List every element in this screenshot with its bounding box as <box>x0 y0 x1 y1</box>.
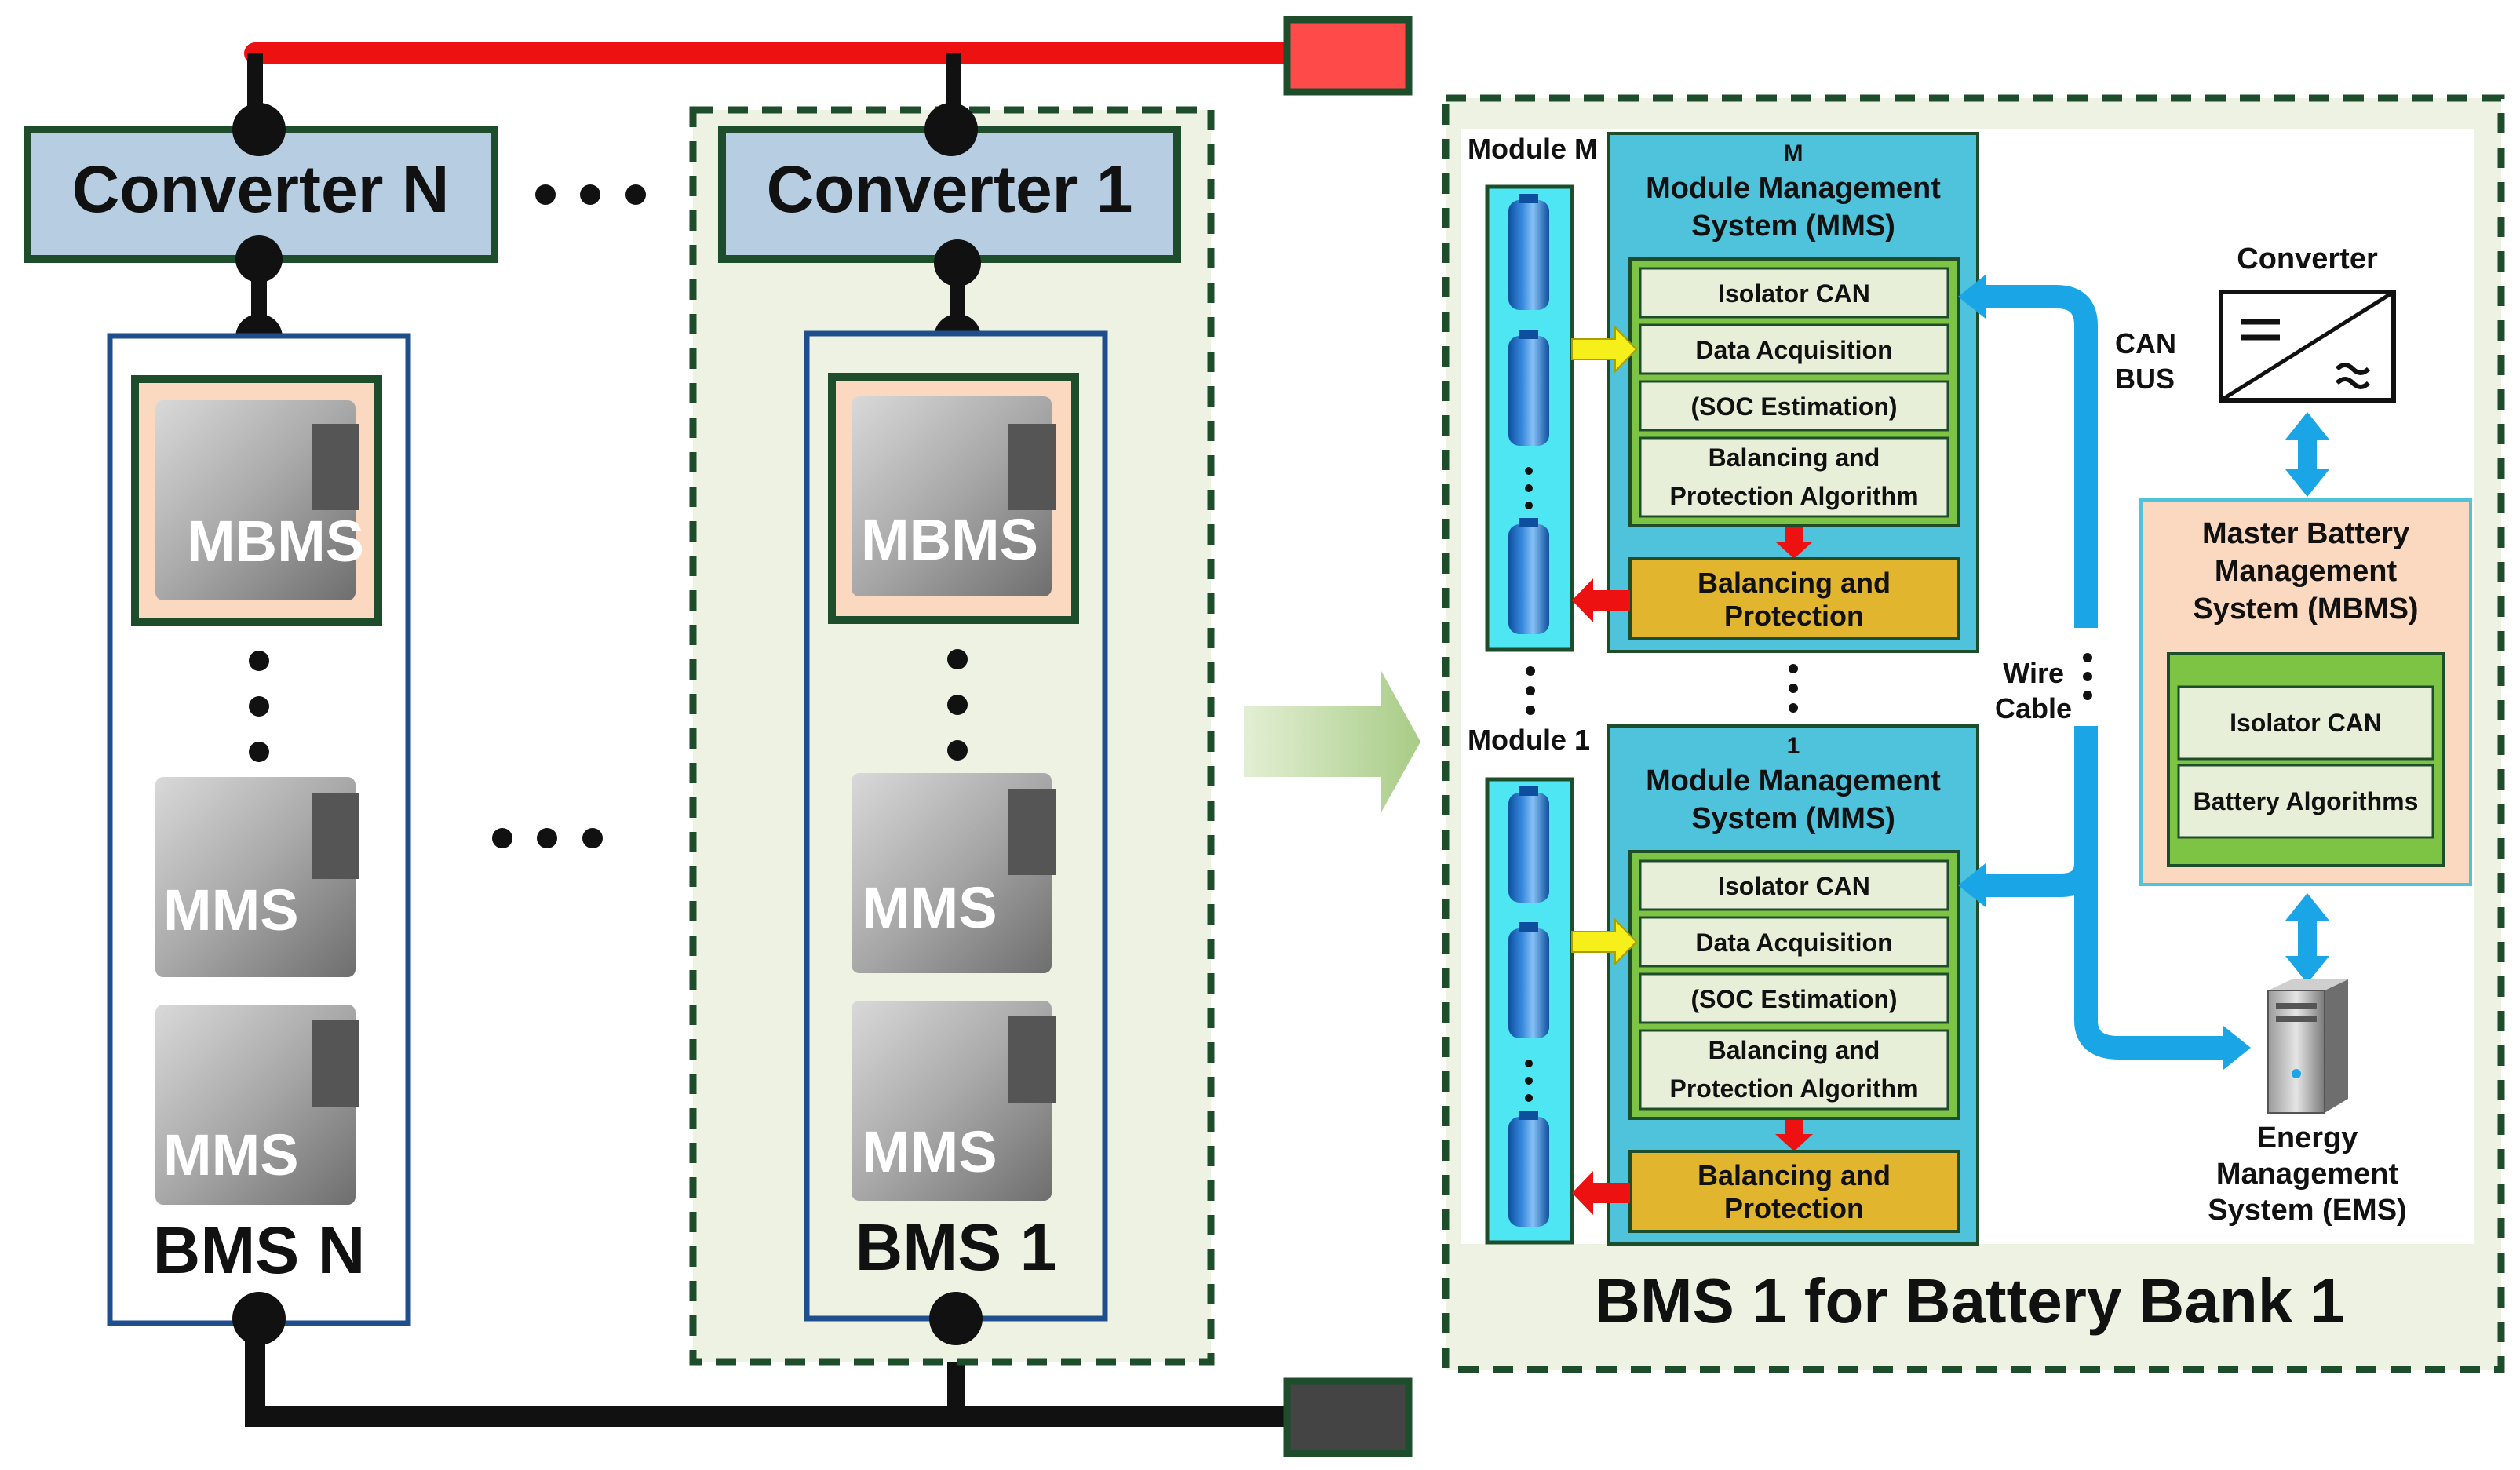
mms-1-block: 1 Module Management System (MMS) Isolato… <box>1607 724 1979 1246</box>
mms-1-row-balancing: Balancing and <box>1709 1036 1880 1064</box>
wire-cable-label-2: Cable <box>1995 692 2072 724</box>
positive-terminal <box>1283 16 1413 96</box>
mbms-label-1: MBMS <box>861 507 1038 572</box>
mms-device-n-upper: MMS <box>155 777 359 977</box>
yellow-right-arrow <box>1571 917 1638 966</box>
computer-tower-icon <box>2267 979 2348 1114</box>
module-m-label: Module M <box>1468 133 1598 165</box>
mms-1-title-1: Module Management <box>1646 764 1941 797</box>
converter-symbol-icon <box>2219 290 2396 403</box>
battery-cell-icon <box>1508 786 1549 903</box>
mms-m-block: M Module Management System (MMS) Isolato… <box>1607 132 1979 653</box>
can-bus-label-2: BUS <box>2115 363 2175 395</box>
battery-cell-icon <box>1508 194 1549 310</box>
mms-device-1-upper: MMS <box>852 773 1056 973</box>
battery-cell-icon <box>1508 518 1549 634</box>
mms-m-row-soc: (SOC Estimation) <box>1690 392 1897 421</box>
ems-title-1: Energy <box>2257 1122 2358 1154</box>
cell-ellipsis <box>1525 1060 1533 1102</box>
mms-label-n-lower: MMS <box>163 1122 299 1187</box>
mms-m-balancing-1: Balancing and <box>1698 567 1891 599</box>
ems-title-3: System (EMS) <box>2208 1194 2406 1227</box>
ellipsis-converters <box>535 184 646 205</box>
mms-1-title-2: System (MMS) <box>1691 802 1895 835</box>
battery-cell-icon <box>1508 330 1549 446</box>
red-left-arrow <box>1572 1171 1630 1215</box>
mms-m-balancing-2: Protection <box>1724 600 1864 632</box>
mbms-device-n: MBMS <box>131 375 382 626</box>
yellow-right-arrow <box>1571 325 1638 374</box>
ellipsis-bms <box>492 828 603 848</box>
mbms-label-n: MBMS <box>187 509 364 574</box>
module-1-label: Module 1 <box>1468 724 1590 756</box>
converter-n-label: Converter N <box>72 152 450 226</box>
node <box>924 103 978 156</box>
mbms-title-2: Management <box>2215 555 2398 588</box>
double-arrow <box>2285 412 2329 497</box>
mms-m-row-balancing: Balancing and <box>1709 443 1880 472</box>
mms-1-row-protection: Protection Algorithm <box>1669 1074 1918 1103</box>
battery-cell-icon <box>1508 1111 1549 1227</box>
node <box>232 1292 286 1345</box>
mms-m-row-isolator: Isolator CAN <box>1718 279 1870 308</box>
battery-cell-icon <box>1508 922 1549 1038</box>
wire-cable-label-1: Wire <box>2003 657 2064 689</box>
double-arrow <box>2285 893 2329 983</box>
mms-1-index: 1 <box>1787 733 1800 759</box>
ems-title-2: Management <box>2216 1158 2399 1191</box>
vertical-ellipsis-1 <box>947 649 968 761</box>
red-down-arrow <box>1775 527 1813 559</box>
vertical-ellipsis-n <box>249 651 269 762</box>
converter-1-label: Converter 1 <box>767 152 1133 226</box>
negative-bus-line <box>245 1326 1291 1427</box>
bms-1-label: BMS 1 <box>855 1210 1057 1284</box>
mms-label-1-upper: MMS <box>862 875 997 940</box>
mms-1-balancing-2: Protection <box>1724 1192 1864 1224</box>
mms-m-title-2: System (MMS) <box>1691 210 1895 243</box>
mbms-row-algorithms: Battery Algorithms <box>2194 787 2419 815</box>
mms-1-row-acquisition: Data Acquisition <box>1695 928 1892 957</box>
can-arrowhead <box>2223 1026 2251 1070</box>
master-bms-block: Master Battery Management System (MBMS) … <box>2139 498 2472 886</box>
mms-device-n-lower: MMS <box>155 1005 359 1205</box>
can-arrowhead <box>1958 863 1986 907</box>
wire-ellipsis <box>2083 653 2092 700</box>
red-left-arrow <box>1572 578 1630 622</box>
mms-1-row-isolator: Isolator CAN <box>1718 872 1870 900</box>
can-bus-lines <box>1978 285 2227 1060</box>
expand-arrow <box>1244 671 1420 812</box>
mbms-device-1: MBMS <box>828 373 1079 624</box>
mbms-title-3: System (MBMS) <box>2193 593 2418 626</box>
mbms-row-isolator: Isolator CAN <box>2230 709 2382 737</box>
mms-m-row-protection: Protection Algorithm <box>1669 482 1918 510</box>
node <box>232 103 286 156</box>
bms1-footer-title: BMS 1 for Battery Bank 1 <box>1595 1266 2345 1336</box>
mms-m-row-acquisition: Data Acquisition <box>1695 336 1892 364</box>
negative-terminal <box>1283 1377 1413 1457</box>
bms-n-label: BMS N <box>153 1213 366 1287</box>
mms-1-balancing-1: Balancing and <box>1698 1159 1891 1191</box>
mms-m-index: M <box>1784 140 1803 166</box>
mms-1-row-soc: (SOC Estimation) <box>1690 985 1897 1013</box>
can-bus-label-1: CAN <box>2115 327 2176 359</box>
module-gap-ellipsis <box>1526 666 1535 715</box>
converter-label: Converter <box>2237 243 2378 275</box>
can-arrowhead <box>1958 275 1986 319</box>
mms-gap-ellipsis <box>1789 664 1798 713</box>
mms-label-n-upper: MMS <box>163 877 299 943</box>
cell-ellipsis <box>1525 467 1533 509</box>
mbms-title-1: Master Battery <box>2202 517 2409 550</box>
node <box>929 1292 983 1345</box>
mms-label-1-lower: MMS <box>862 1119 997 1184</box>
mms-device-1-lower: MMS <box>852 1001 1056 1201</box>
mms-m-title-1: Module Management <box>1646 172 1941 205</box>
red-down-arrow <box>1775 1120 1813 1151</box>
